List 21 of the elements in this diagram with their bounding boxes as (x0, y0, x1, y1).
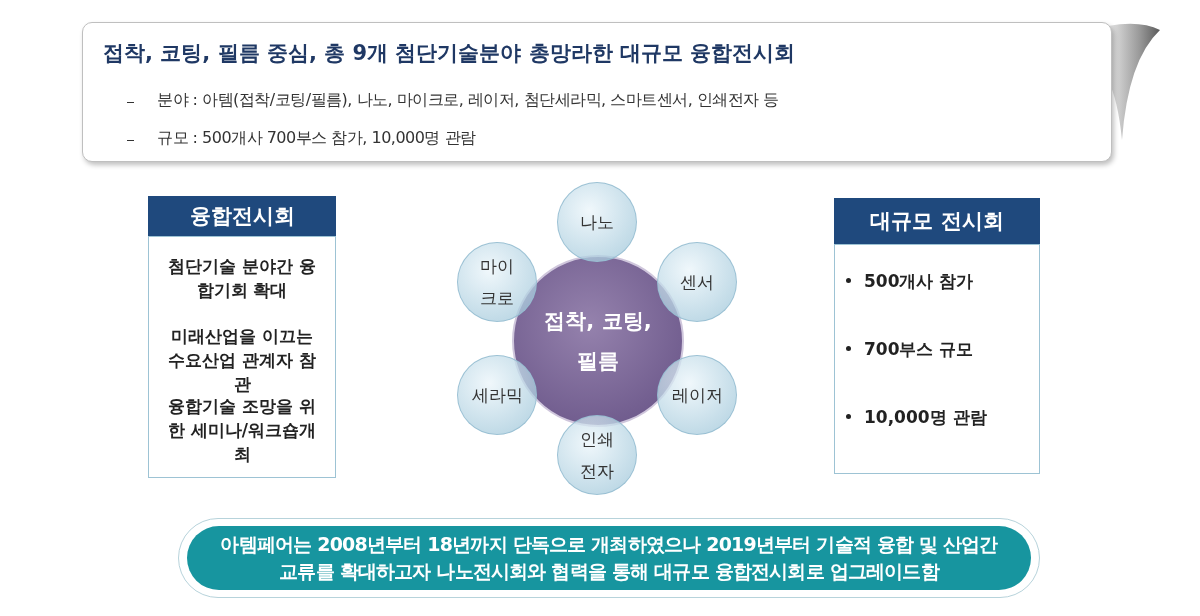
info-card (82, 22, 1112, 162)
bubble-text: 인쇄전자 (579, 428, 615, 483)
panel-text: 10,000명 관람 (864, 406, 988, 429)
bullet-text: 규모 : 500개사 700부스 참가, 10,000명 관람 (157, 128, 477, 149)
bubble-text: 센서 (679, 271, 715, 294)
panel-text: 융합기술 조망을 위한 세미나/워크숍개최 (166, 395, 318, 466)
panel-text: 미래산업을 이끄는 수요산업 관계자 참관 (167, 325, 317, 396)
panel-header: 대규모 전시회 (834, 198, 1040, 244)
bullet-text: 분야 : 아템(접착/코팅/필름), 나노, 마이크로, 레이저, 첨단세라믹, 스마트센서, 인쇄전자 등 (157, 90, 780, 111)
info-panel (834, 198, 1040, 474)
panel-text: 500개사 참가 (864, 270, 975, 293)
panel-text: 첨단기술 분야간 융합기회 확대 (167, 255, 317, 302)
panel-text: 700부스 규모 (864, 338, 975, 361)
bubble-text: 레이저 (670, 384, 724, 407)
bubble-text: 나노 (579, 211, 615, 234)
panel-header: 융합전시회 (148, 196, 336, 236)
bubble-text: 마이크로 (479, 255, 515, 310)
bubble-text: 세라믹 (470, 384, 524, 407)
headline: 접착, 코팅, 필름 중심, 총 9개 첨단기술분야 총망라한 대규모 융합전시회 (103, 40, 797, 67)
circle-text: 접착, 코팅, 필름 (543, 308, 653, 375)
banner-text: 아템페어는 2008년부터 18년까지 단독으로 개최하였으나 2019년부터 기술적 융합 및 산업간 교류를 확대하고자 나노전시회와 협력을 통해 대규모 융합전시회로 업그레이드함 (219, 532, 999, 584)
